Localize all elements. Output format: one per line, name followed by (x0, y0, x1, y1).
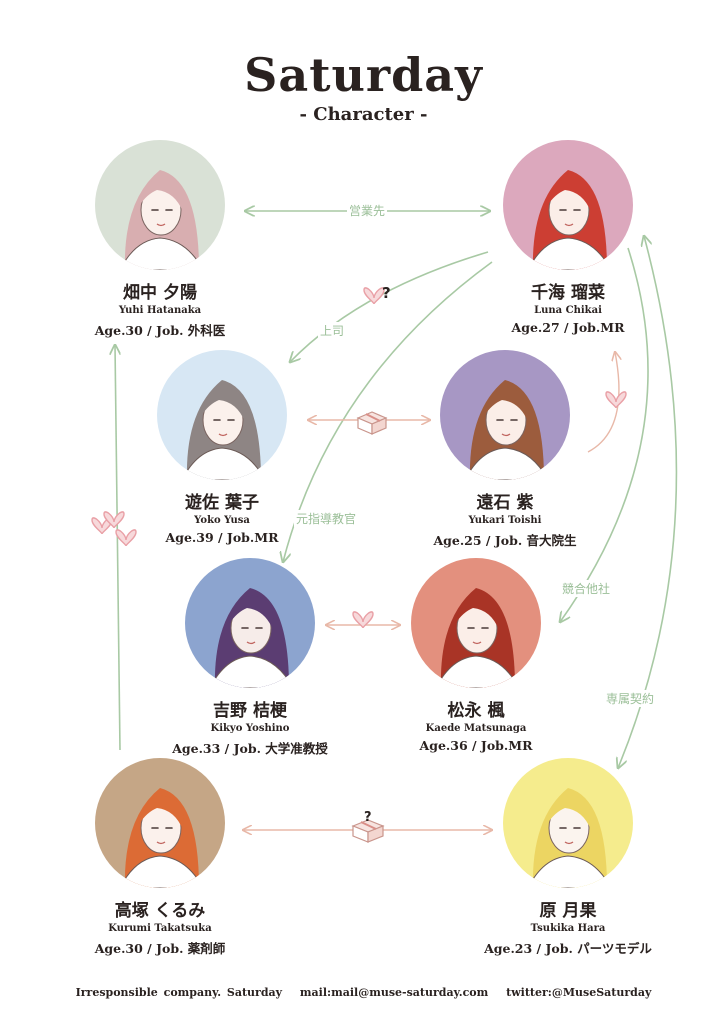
portrait-illustration (181, 380, 266, 480)
character-name-jp: 畑中 夕陽 (123, 283, 197, 303)
character-info: Age.39 / Job.MR (165, 530, 279, 545)
poster-title: Saturday (244, 48, 483, 102)
hearts-icon (91, 511, 137, 547)
character-name-jp: 遊佐 葉子 (185, 493, 259, 513)
character-card-chikai: 千海 瑠菜 Luna Chikai Age.27 / Job.MR (463, 140, 673, 335)
footer-company: Irresponsible company. Saturday (75, 986, 283, 999)
character-info: Age.25 / Job. 音大院生 (433, 533, 577, 548)
line-love-takatsuka-hatanaka (115, 345, 121, 751)
relation-label-rival: 競合他社 (560, 580, 613, 597)
character-card-yoshino: 吉野 桔梗 Kikyo Yoshino Age.33 / Job. 大学准教授 (145, 558, 355, 757)
avatar (440, 350, 570, 480)
question-mark: ? (364, 810, 372, 825)
relation-label-boss: 上司 (318, 322, 347, 339)
character-name-jp: 吉野 桔梗 (213, 701, 287, 721)
character-name-jp: 高塚 くるみ (114, 901, 206, 921)
portrait-illustration (119, 788, 204, 888)
character-card-yusa: 遊佐 葉子 Yoko Yusa Age.39 / Job.MR (117, 350, 327, 545)
question-mark: ? (382, 284, 391, 302)
line-toishi-chikai (587, 352, 619, 453)
character-info: Age.23 / Job. パーツモデル (484, 941, 652, 956)
character-name-jp: 原 月果 (539, 901, 597, 921)
footer: Irresponsible company. Saturday mail:mai… (0, 986, 727, 999)
heart-icon (352, 611, 374, 629)
character-name-jp: 松永 楓 (447, 701, 505, 721)
character-info: Age.33 / Job. 大学准教授 (172, 741, 328, 756)
avatar (185, 558, 315, 688)
portrait-illustration (435, 588, 520, 688)
poster-subtitle: - Character - (299, 104, 428, 125)
heart-icon (363, 287, 385, 305)
portrait-illustration (209, 588, 294, 688)
character-name-en: Kaede Matsunaga (425, 723, 527, 734)
portrait-illustration (119, 170, 204, 270)
avatar (95, 140, 225, 270)
portrait-illustration (527, 170, 612, 270)
avatar (411, 558, 541, 688)
character-name-en: Luna Chikai (534, 305, 602, 316)
character-name-en: Tsukika Hara (530, 923, 606, 934)
character-card-takatsuka: 高塚 くるみ Kurumi Takatsuka Age.30 / Job. 薬剤… (55, 758, 265, 957)
portrait-illustration (464, 380, 549, 480)
relation-label-sales: 営業先 (347, 202, 388, 219)
gift-box-icon (351, 819, 385, 843)
character-name-en: Yukari Toishi (468, 515, 542, 526)
line-boss (290, 251, 489, 362)
relation-label-contract: 専属契約 (604, 690, 657, 707)
character-name-en: Kurumi Takatsuka (108, 923, 212, 934)
avatar (503, 140, 633, 270)
relation-label-mentor: 元指導教官 (294, 510, 359, 527)
heart-icon (605, 391, 627, 409)
character-info: Age.30 / Job. 薬剤師 (94, 941, 226, 956)
character-name-jp: 千海 瑠菜 (531, 283, 605, 303)
portrait-illustration (527, 788, 612, 888)
character-name-en: Kikyo Yoshino (210, 723, 290, 734)
character-info: Age.30 / Job. 外科医 (94, 323, 226, 338)
character-name-en: Yuhi Hatanaka (118, 305, 202, 316)
character-info: Age.27 / Job.MR (511, 320, 625, 335)
avatar (95, 758, 225, 888)
footer-mail: mail:mail@muse-saturday.com (299, 986, 489, 999)
character-name-jp: 遠石 紫 (476, 493, 534, 513)
character-card-hara: 原 月果 Tsukika Hara Age.23 / Job. パーツモデル (463, 758, 673, 957)
character-card-matsunaga: 松永 楓 Kaede Matsunaga Age.36 / Job.MR (371, 558, 581, 753)
footer-twitter: twitter:@MuseSaturday (506, 986, 652, 999)
avatar (157, 350, 287, 480)
character-card-hatanaka: 畑中 夕陽 Yuhi Hatanaka Age.30 / Job. 外科医 (55, 140, 265, 339)
character-info: Age.36 / Job.MR (419, 738, 533, 753)
character-name-en: Yoko Yusa (194, 515, 250, 526)
character-card-toishi: 遠石 紫 Yukari Toishi Age.25 / Job. 音大院生 (400, 350, 610, 549)
gift-box-icon (356, 411, 388, 435)
avatar (503, 758, 633, 888)
